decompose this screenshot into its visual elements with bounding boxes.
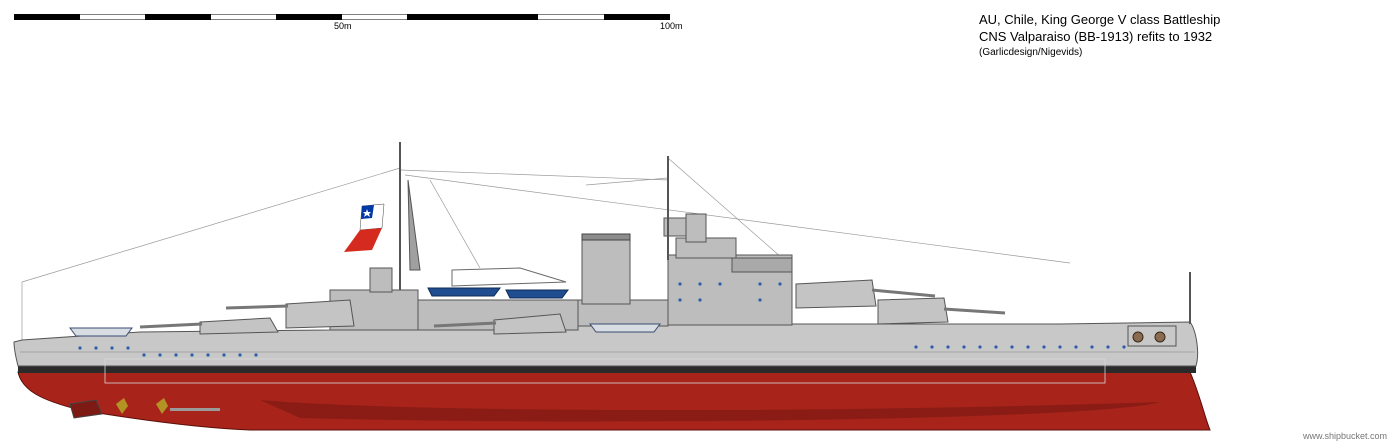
scale-label-100m: 100m	[660, 21, 683, 31]
chilean-flag	[344, 203, 385, 252]
title-block: AU, Chile, King George V class Battleshi…	[979, 11, 1220, 61]
propellers-rudder	[69, 398, 220, 419]
title-class: AU, Chile, King George V class Battleshi…	[979, 12, 1221, 27]
anchor-hawse	[1132, 331, 1166, 343]
watermark: www.shipbucket.com	[1302, 431, 1387, 441]
scale-bar	[14, 14, 670, 20]
ship-boats	[69, 267, 661, 337]
scale-label-50m: 50m	[334, 21, 352, 31]
title-ship-name: CNS Valparaiso (BB-1913) refits to 1932	[979, 29, 1213, 44]
gun-turrets	[199, 279, 949, 335]
masts	[399, 142, 1191, 324]
portholes	[78, 282, 1126, 357]
hull-boot-top	[18, 366, 1196, 373]
title-credit: (Garlicdesign/Nigevids)	[979, 47, 1083, 58]
gun-barrels	[139, 288, 1006, 329]
funnel-cap	[581, 233, 631, 241]
crane-jib	[407, 179, 421, 271]
hull-red-shading	[260, 400, 1160, 422]
